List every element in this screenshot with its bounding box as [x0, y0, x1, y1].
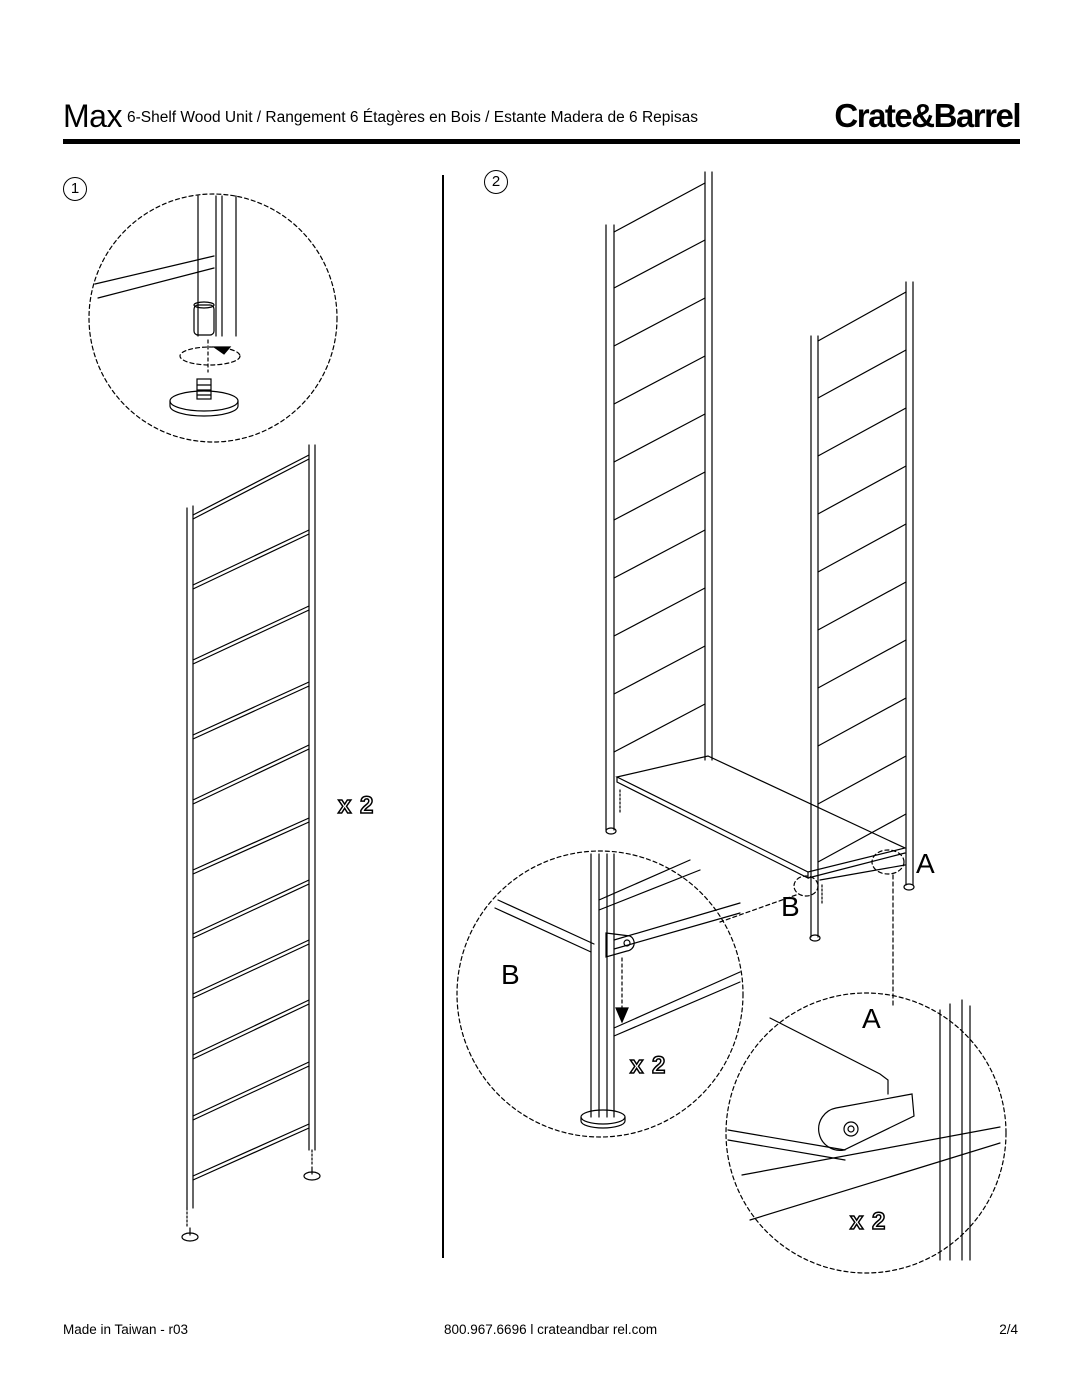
- quantity-x2-detail-a: x 2: [849, 1208, 887, 1236]
- quantity-x2-detail-b: x 2: [629, 1052, 667, 1080]
- page-header: Max 6-Shelf Wood Unit / Rangement 6 Étag…: [63, 96, 1021, 136]
- back-ladder-step2: [605, 171, 713, 835]
- brand-logo: Crate&Barrel: [834, 97, 1021, 134]
- callout-a-main: A: [916, 848, 935, 879]
- footer-contact: 800.967.6696 l crateandbar rel.com: [444, 1322, 658, 1337]
- leveling-foot-detail: [88, 193, 338, 443]
- callout-b-detail: B: [501, 959, 520, 990]
- detail-b-circle: [456, 850, 744, 1138]
- footer-page-number: 2/4: [999, 1322, 1018, 1337]
- callout-a-detail: A: [862, 1003, 881, 1034]
- step-2-number: 2: [484, 170, 508, 194]
- shelf-board-step2: [615, 755, 907, 1006]
- step-divider: [442, 175, 444, 1258]
- quantity-x2-step1: x 2: [337, 792, 375, 820]
- step-1-number: 1: [63, 177, 87, 201]
- front-ladder-step2: [809, 281, 915, 942]
- detail-a-circle: [725, 992, 1007, 1274]
- callout-b-main: B: [781, 891, 800, 922]
- product-description: 6-Shelf Wood Unit / Rangement 6 Étagères…: [127, 109, 698, 126]
- product-name: Max: [63, 98, 122, 134]
- footer-origin: Made in Taiwan - r03: [63, 1322, 189, 1337]
- header-rule: [63, 139, 1020, 144]
- ladder-frame-step1: [181, 444, 321, 1242]
